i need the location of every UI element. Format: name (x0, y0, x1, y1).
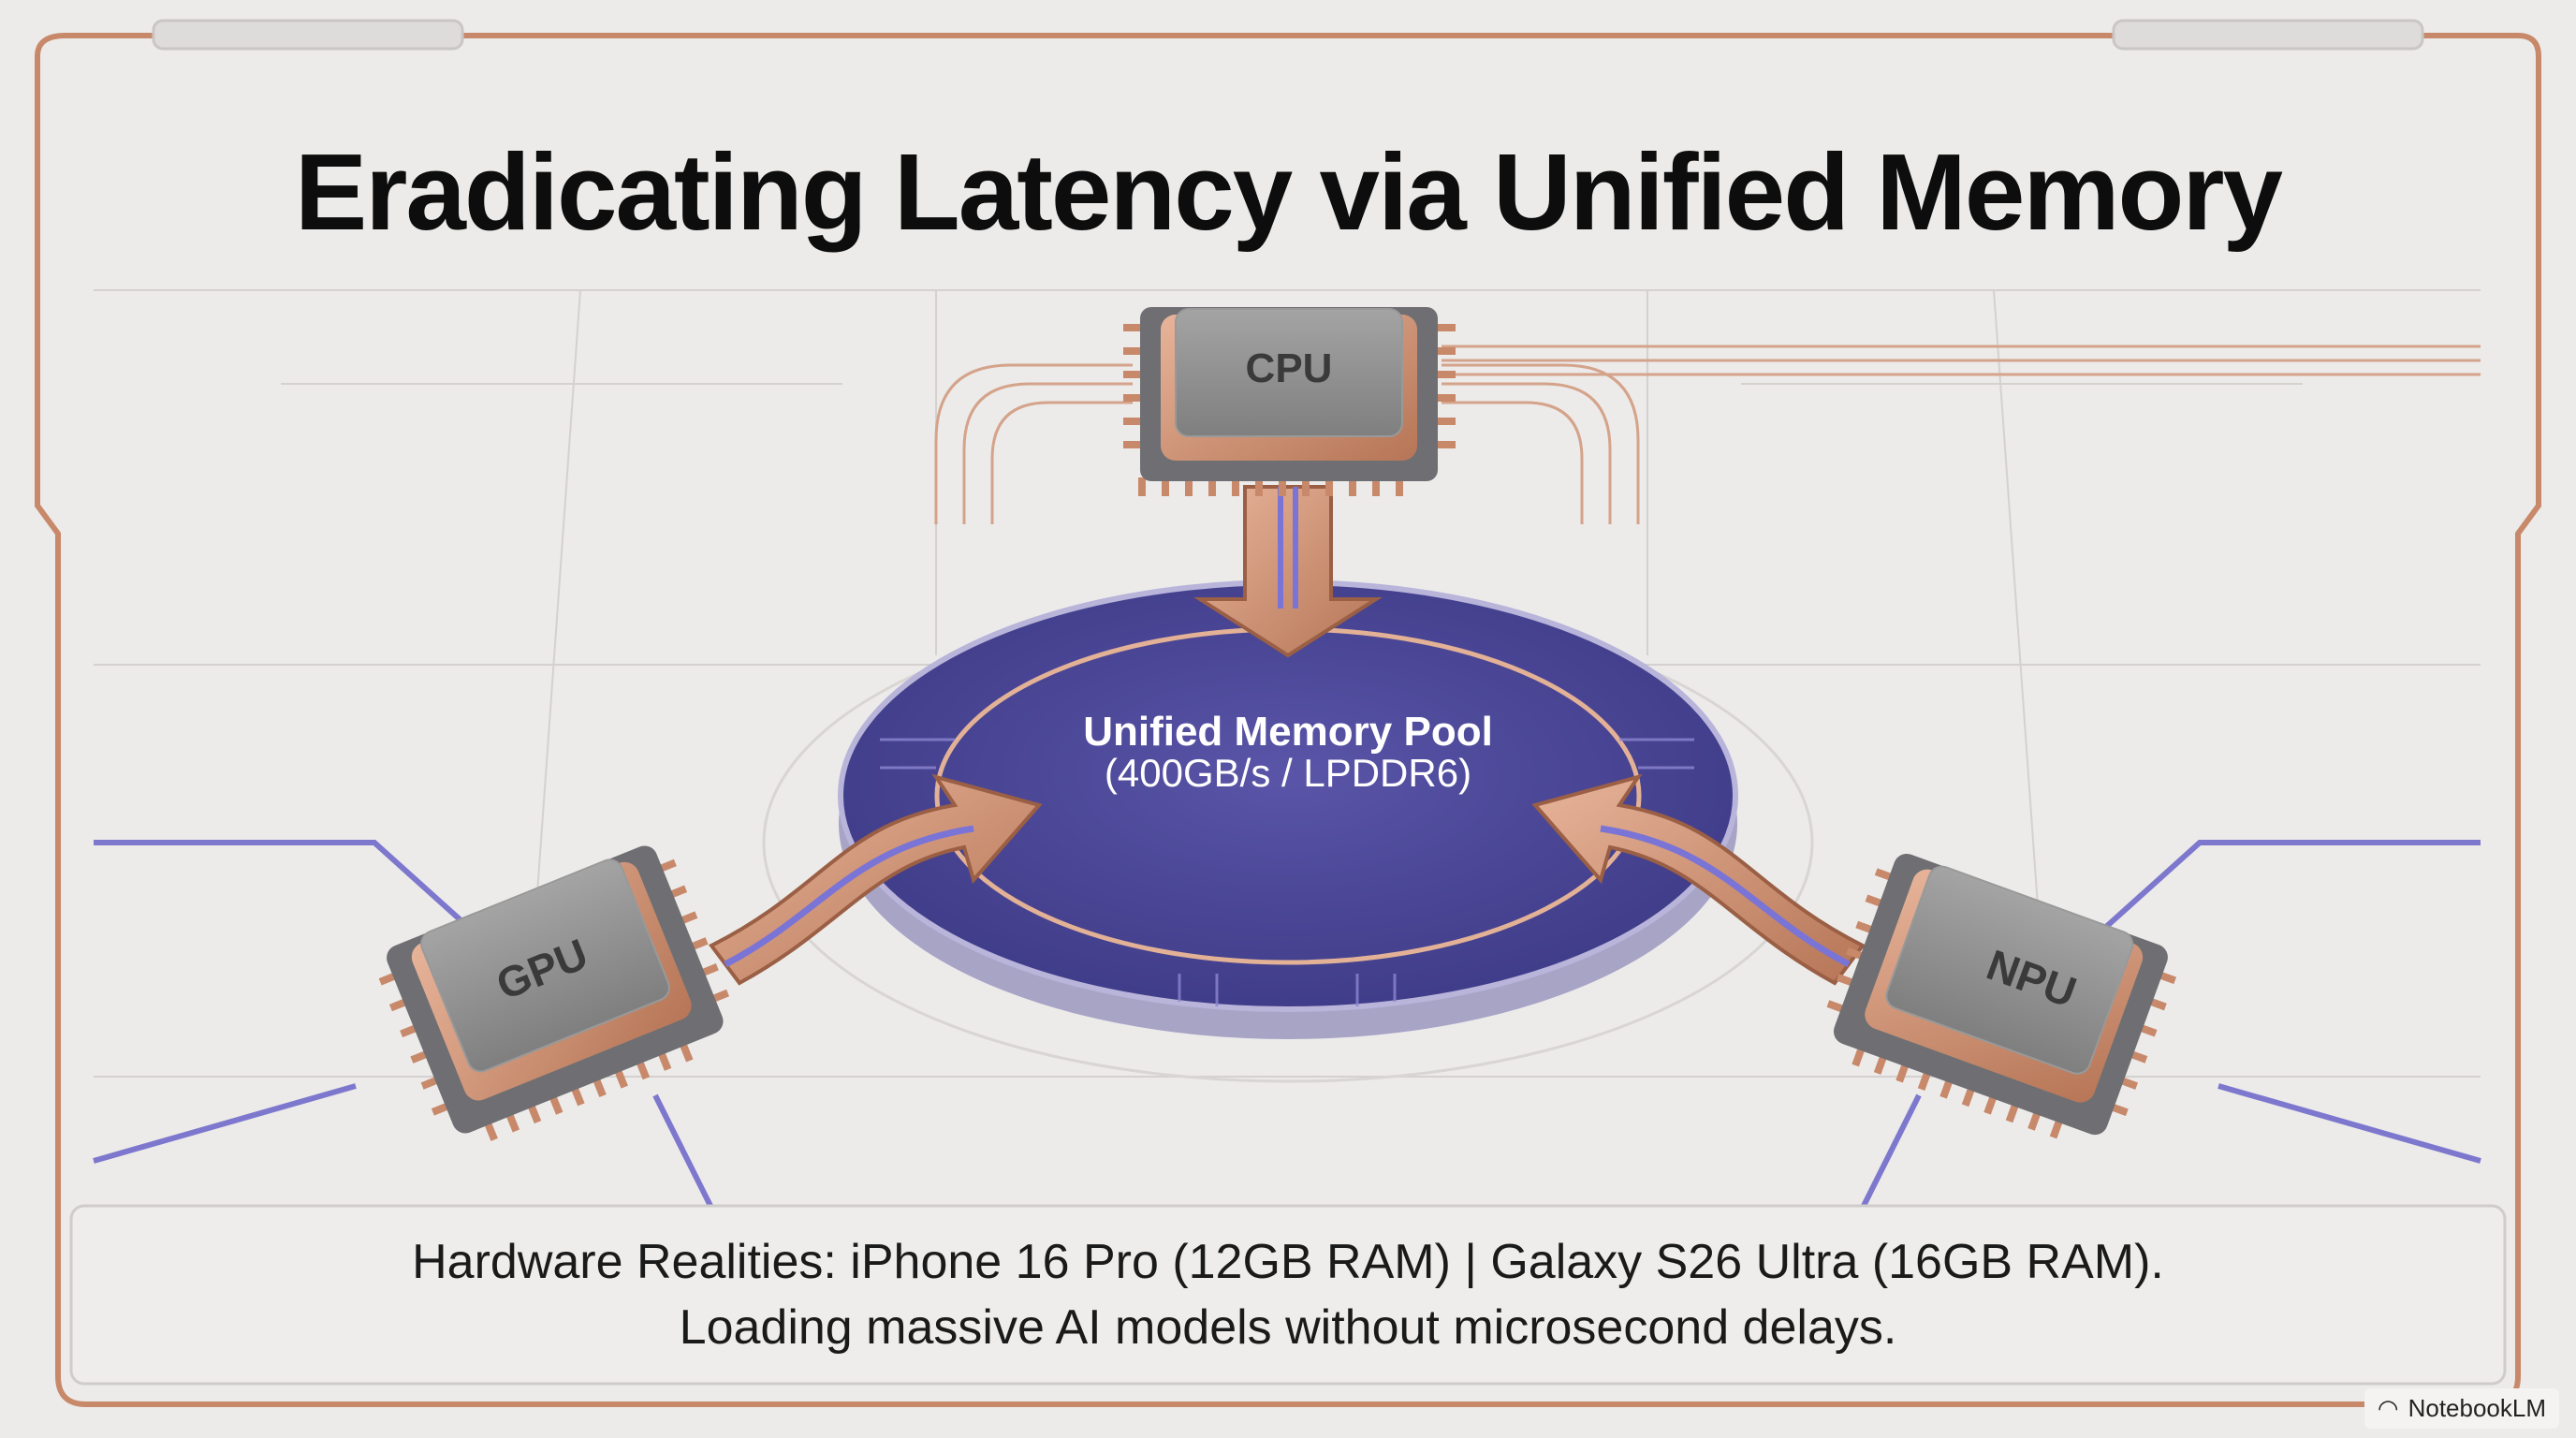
brand-label: NotebookLM (2408, 1394, 2546, 1422)
gpu-chip (378, 845, 730, 1141)
caption-line-2: Loading massive AI models without micros… (679, 1300, 1897, 1355)
caption: Hardware Realities: iPhone 16 Pro (12GB … (71, 1206, 2505, 1384)
slide-title: Eradicating Latency via Unified Memory (294, 131, 2283, 253)
npu-chip (1826, 853, 2177, 1139)
cpu-traces (934, 345, 2481, 524)
brand-badge: ◠ NotebookLM (2364, 1388, 2559, 1429)
frame-tab-right (2112, 19, 2424, 51)
purple-wires (93, 840, 2481, 1210)
cpu-chip (1123, 307, 1456, 496)
notebooklm-icon: ◠ (2377, 1394, 2399, 1422)
caption-panel (69, 1204, 2507, 1386)
memory-pool-spec: (400GB/s / LPDDR6) (1105, 751, 1471, 795)
gpu-arrow (708, 773, 1043, 986)
cpu-arrow (1193, 485, 1383, 658)
frame-tab-left (152, 19, 464, 51)
caption-line-1: Hardware Realities: iPhone 16 Pro (12GB … (412, 1235, 2164, 1289)
npu-arrow (1531, 773, 1866, 986)
memory-pool-title: Unified Memory Pool (1083, 709, 1493, 755)
cpu-label: CPU (1246, 345, 1333, 391)
